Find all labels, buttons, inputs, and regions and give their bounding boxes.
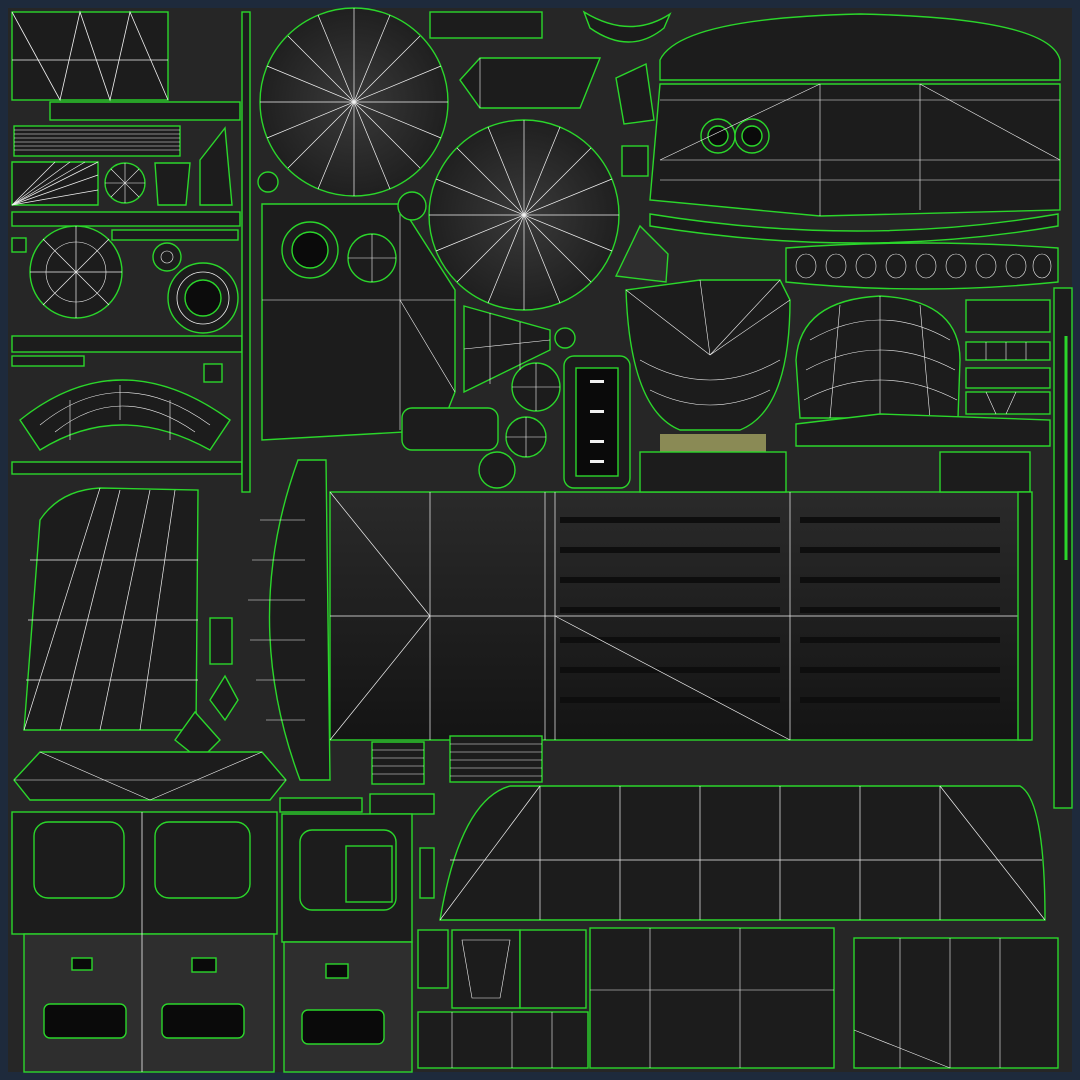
uv-island-arch-column	[248, 459, 331, 781]
uv-island-fan-left	[11, 126, 233, 206]
uv-island-right-edge	[1017, 491, 1033, 741]
uv-island-dashboard[interactable]	[649, 13, 1061, 244]
uv-island-strip-5	[11, 461, 243, 475]
uv-island-accent	[660, 434, 766, 454]
uv-island-bead-strip	[785, 242, 1059, 290]
uv-island-top-box	[429, 11, 543, 39]
uv-island-knobs	[257, 171, 576, 489]
uv-island-right-cap	[939, 451, 1031, 493]
uv-island-bottom-right-panels	[589, 927, 1059, 1069]
uv-island-small-square-2	[203, 363, 223, 383]
uv-island-strip-3	[11, 335, 243, 353]
uv-island-vertical-strip	[241, 11, 251, 493]
uv-island-bottom-boxes	[417, 929, 589, 1069]
uv-island-strip-1	[11, 211, 241, 227]
uv-island-wheel-center	[428, 119, 620, 311]
uv-island-right-stack	[965, 299, 1051, 415]
uv-island-small-fan	[615, 62, 655, 125]
uv-island-left-body	[23, 487, 239, 761]
uv-island-grille	[279, 735, 543, 815]
uv-island-wheel-top	[259, 7, 449, 197]
uv-island-double-door[interactable]	[11, 811, 278, 1073]
uv-island-strip-2	[111, 229, 239, 241]
uv-island-wedge	[459, 57, 602, 109]
uv-island-pill	[401, 407, 499, 451]
uv-island-wheel-left	[29, 225, 123, 319]
uv-island-gauge-cluster	[563, 355, 631, 489]
uv-island-crystal	[614, 224, 669, 283]
uv-island-ring	[152, 242, 239, 334]
uv-island-wave-strip	[795, 413, 1051, 447]
uv-island-fan-center	[463, 305, 551, 394]
uv-island-dome	[795, 295, 961, 419]
uv-island-single-door[interactable]	[281, 813, 435, 1073]
uv-island-stripes	[13, 125, 181, 157]
uv-island-tall-strip	[1053, 287, 1073, 809]
uv-island-arc-top	[582, 10, 672, 43]
uv-islands	[11, 7, 1073, 1073]
uv-island-small-box	[621, 145, 649, 177]
uv-island-top-left-panel	[11, 10, 241, 121]
uv-island-roof-panel[interactable]	[439, 785, 1046, 921]
uv-island-strip-4	[11, 355, 85, 367]
uv-island-curved-panel	[19, 379, 231, 451]
uv-island-lower-box	[639, 451, 787, 493]
uv-island-small-square	[11, 237, 27, 253]
uv-island-seat	[625, 279, 791, 431]
uv-island-bumper	[13, 751, 287, 801]
uv-island-floor-panel[interactable]	[329, 491, 1031, 741]
